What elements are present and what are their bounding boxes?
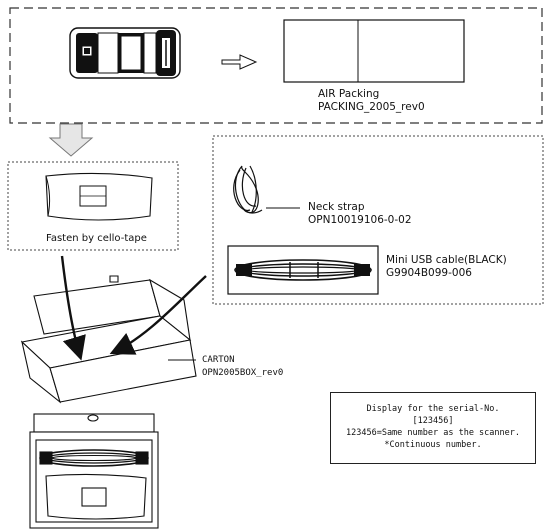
carton-box [20, 275, 197, 404]
serial-number-note: Display for the serial-No. [123456] 1234… [330, 392, 536, 464]
scanner-device [69, 27, 181, 79]
serial-note-line-1: Display for the serial-No. [366, 404, 500, 414]
arrow-to-air-packing [221, 54, 258, 70]
air-packing-part-number: PACKING_2005_rev0 [318, 101, 425, 113]
usb-cable-part-number: G9904B099-006 [386, 267, 472, 279]
serial-note-line-4: *Continuous number. [384, 440, 482, 450]
taped-bag [45, 172, 153, 221]
down-arrow [48, 123, 94, 157]
fasten-note: Fasten by cello-tape [46, 233, 147, 244]
air-packing-frame [9, 7, 543, 124]
air-packing-title: AIR Packing [318, 88, 380, 100]
serial-note-line-2: [123456] [412, 416, 454, 426]
arrow-accessories-into-carton [109, 275, 207, 355]
neck-strap-part-number: OPN10019106-0-02 [308, 214, 412, 226]
usb-cable-label: Mini USB cable(BLACK) [386, 254, 507, 266]
neck-strap-image [233, 165, 263, 214]
arrow-bag-into-carton [60, 255, 86, 361]
carton-label: CARTON [202, 355, 235, 365]
fasten-frame [7, 161, 179, 251]
accessories-frame [212, 135, 544, 305]
packed-box [29, 413, 159, 529]
usb-cable-image [227, 245, 379, 295]
carton-part-number: OPN2005BOX_rev0 [202, 368, 284, 378]
serial-note-line-3: 123456=Same number as the scanner. [346, 428, 520, 438]
air-packing-bag [283, 19, 465, 83]
neck-strap-label: Neck strap [308, 201, 365, 213]
